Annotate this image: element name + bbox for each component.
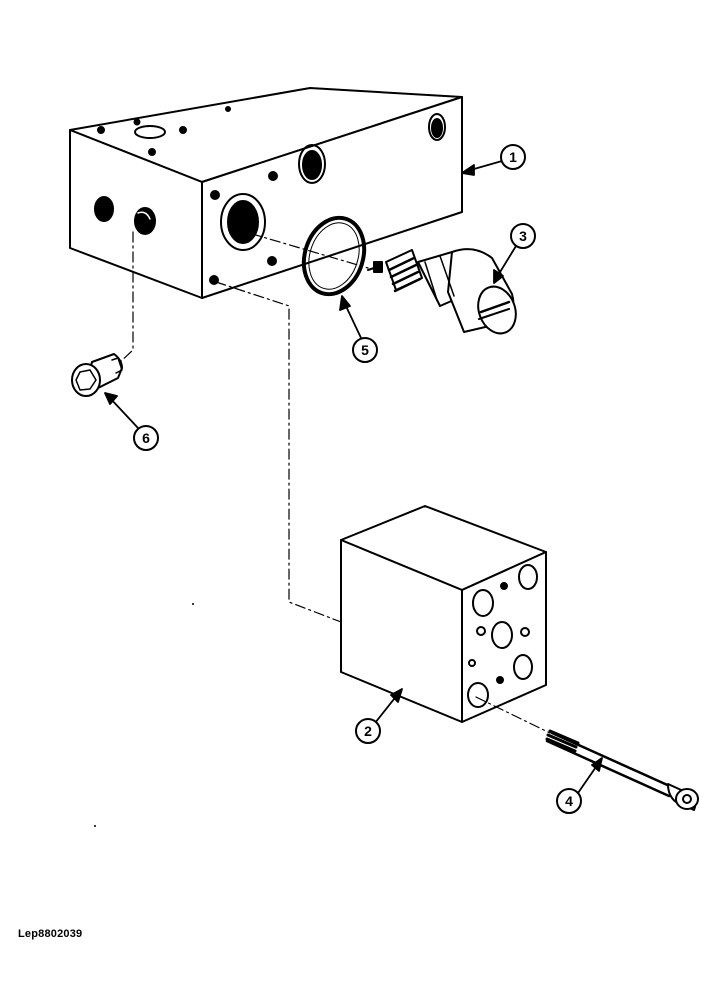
bolt [545,729,699,811]
svg-text:6: 6 [142,430,150,446]
plug [71,353,123,397]
callout-6: 6 [133,425,159,451]
block [340,505,547,723]
svg-text:4: 4 [565,793,573,809]
valve-body [69,87,463,299]
svg-text:3: 3 [519,228,527,244]
relief-cartridge [367,248,517,335]
o-ring [301,215,367,297]
callout-4: 4 [556,788,582,814]
callout-3: 3 [510,223,536,249]
callout-2: 2 [355,718,381,744]
assembly-lines [117,227,551,734]
svg-text:1: 1 [509,149,517,165]
callout-1: 1 [500,144,526,170]
print-specks [94,603,194,827]
callout-5: 5 [352,337,378,363]
leader-arrows [104,160,603,794]
svg-text:5: 5 [361,342,369,358]
svg-text:2: 2 [364,723,372,739]
figure-reference-code: Lep8802039 [18,928,83,940]
